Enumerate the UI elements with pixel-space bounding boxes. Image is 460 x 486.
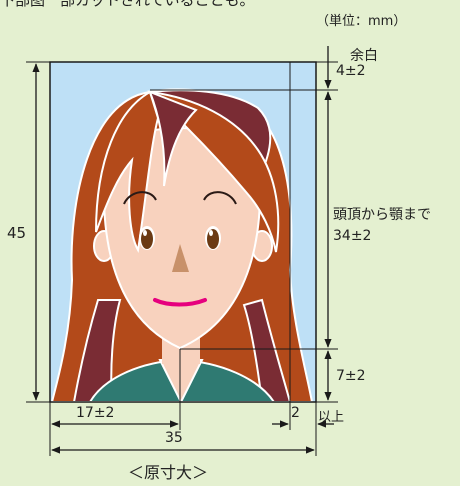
bangs-right	[147, 90, 280, 253]
photo-frame	[49, 61, 317, 403]
bangs-left	[95, 90, 160, 253]
total-height-label: 45	[7, 224, 27, 242]
margin-title: 余白	[350, 48, 378, 64]
scale-label: ＜原寸大＞	[128, 463, 209, 482]
eyebrow-right	[203, 191, 237, 205]
dimension-arrows	[32, 46, 334, 454]
side-min-value: 2	[291, 405, 300, 421]
bangs-streak	[148, 90, 198, 187]
top-caption: 下部图一部カットされていることも。	[0, 0, 255, 9]
iris-left	[141, 229, 153, 249]
horizontal-position-label: 17±2	[76, 405, 115, 421]
eyebrow-left	[123, 191, 157, 205]
portrait-illustration	[50, 88, 314, 402]
iris-right	[207, 229, 219, 249]
unit-note: （単位：mm）	[316, 14, 407, 29]
mouth	[153, 298, 207, 307]
side-min-suffix: 以上	[318, 410, 345, 425]
nose	[172, 244, 189, 272]
head-to-chin-text: 頭頂から顎まで	[333, 207, 431, 223]
total-width-label: 35	[165, 430, 183, 446]
hair-streak-right	[242, 298, 292, 402]
hair-streak-left	[72, 299, 122, 402]
head-to-chin-value: 34±2	[333, 228, 372, 244]
head-to-chin-label: 頭頂から顎まで 34±2	[333, 205, 431, 247]
margin-label: 余白 4±2	[336, 45, 378, 79]
below-chin-label: 7±2	[336, 368, 366, 384]
guide-lines	[26, 61, 338, 456]
margin-value: 4±2	[336, 63, 366, 79]
